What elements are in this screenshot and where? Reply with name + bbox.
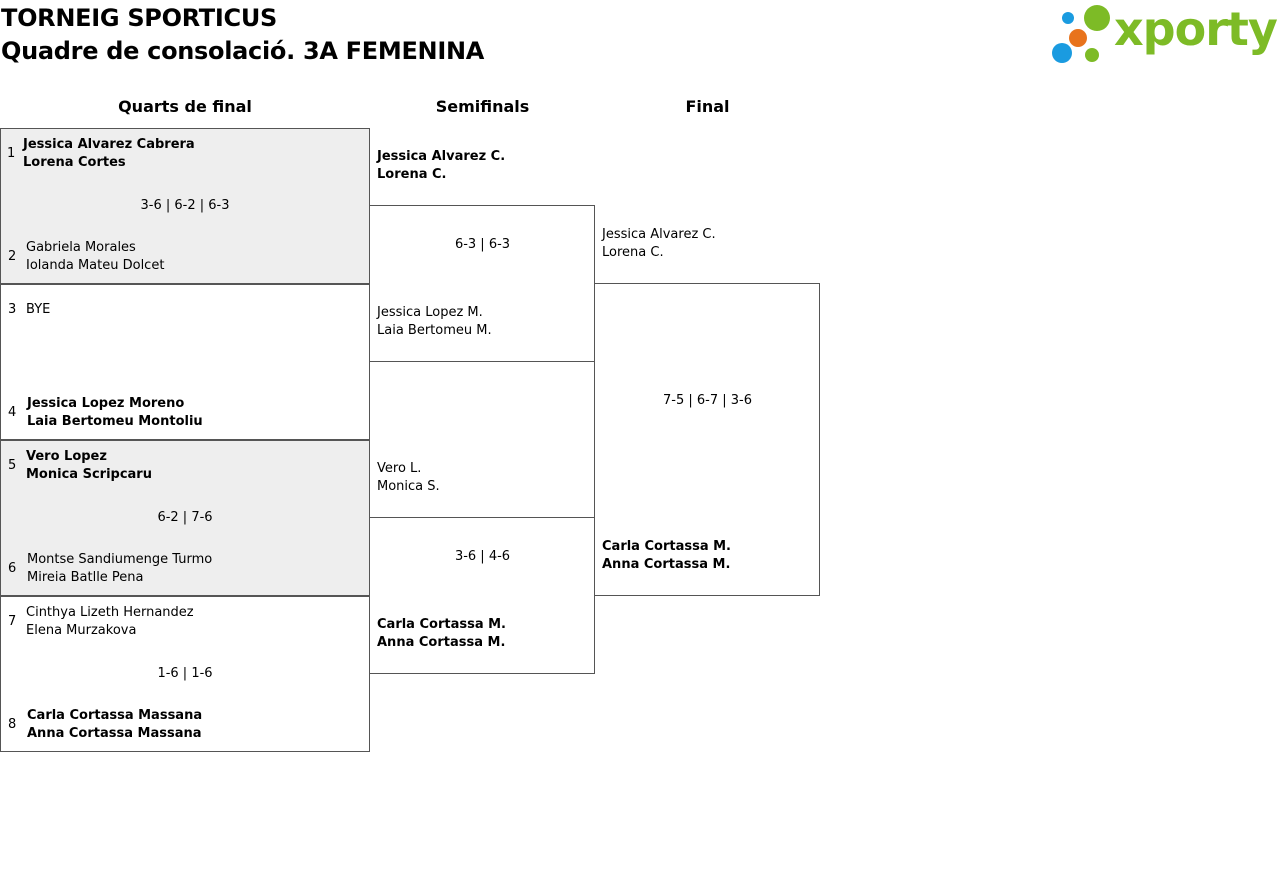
player-name: Cinthya Lizeth Hernandez	[26, 605, 194, 620]
player-name: Mireia Batlle Pena	[27, 570, 144, 585]
heading-semifinals: Semifinals	[435, 97, 530, 116]
player-name: Anna Cortassa Massana	[27, 726, 202, 741]
player-name: Vero Lopez	[26, 449, 107, 464]
quarterfinal-3-bottom-team[interactable]: Montse Sandiumenge Turmo Mireia Batlle P…	[27, 551, 212, 587]
quarterfinal-1-top-team[interactable]: Jessica Alvarez Cabrera Lorena Cortes	[23, 136, 195, 172]
match-score: 3-6 | 4-6	[454, 549, 511, 564]
player-name: Iolanda Mateu Dolcet	[26, 258, 165, 273]
player-name: Carla Cortassa M.	[377, 617, 506, 632]
quarterfinal-match-1[interactable]	[0, 128, 370, 284]
semifinal-2-top-team[interactable]: Vero L. Monica S.	[377, 460, 440, 496]
quarterfinal-2-top-team[interactable]: BYE	[26, 301, 50, 319]
semifinal-1-bottom-team[interactable]: Jessica Lopez M. Laia Bertomeu M.	[377, 304, 492, 340]
seed-number: 7	[8, 614, 17, 629]
player-name: Jessica Alvarez C.	[377, 149, 506, 164]
player-name: Gabriela Morales	[26, 240, 136, 255]
draw-subtitle: Quadre de consolació. 3A FEMENINA	[1, 37, 485, 65]
seed-number: 1	[7, 146, 16, 161]
quarterfinal-4-bottom-team[interactable]: Carla Cortassa Massana Anna Cortassa Mas…	[27, 707, 202, 743]
seed-number: 6	[8, 561, 17, 576]
player-name: Lorena C.	[602, 245, 664, 260]
player-name: Laia Bertomeu Montoliu	[27, 414, 203, 429]
player-name: Jessica Lopez Moreno	[27, 396, 185, 411]
seed-number: 5	[8, 458, 17, 473]
match-score: 3-6 | 6-2 | 6-3	[140, 198, 230, 213]
seed-number: 4	[8, 405, 17, 420]
quarterfinal-2-bottom-team[interactable]: Jessica Lopez Moreno Laia Bertomeu Monto…	[27, 395, 203, 431]
final-match[interactable]	[594, 283, 820, 596]
xporty-logo-dots-icon	[1052, 5, 1110, 63]
quarterfinal-match-3[interactable]	[0, 440, 370, 596]
match-score: 6-3 | 6-3	[454, 237, 511, 252]
player-name: Monica Scripcaru	[26, 467, 152, 482]
player-name: BYE	[26, 302, 51, 317]
seed-number: 8	[8, 717, 17, 732]
player-name: Elena Murzakova	[26, 623, 137, 638]
heading-quarterfinals: Quarts de final	[118, 97, 252, 116]
seed-number: 3	[8, 302, 17, 317]
player-name: Laia Bertomeu M.	[377, 323, 492, 338]
player-name: Vero L.	[377, 461, 422, 476]
player-name: Anna Cortassa M.	[602, 557, 731, 572]
match-score: 6-2 | 7-6	[157, 510, 213, 525]
quarterfinal-match-4[interactable]	[0, 596, 370, 752]
player-name: Jessica Alvarez Cabrera	[23, 137, 195, 152]
xporty-logo-text: xporty	[1114, 2, 1278, 56]
quarterfinal-match-2[interactable]	[0, 284, 370, 440]
player-name: Montse Sandiumenge Turmo	[27, 552, 213, 567]
player-name: Jessica Lopez M.	[377, 305, 483, 320]
quarterfinal-3-top-team[interactable]: Vero Lopez Monica Scripcaru	[26, 448, 152, 484]
player-name: Carla Cortassa Massana	[27, 708, 203, 723]
match-score: 1-6 | 1-6	[157, 666, 213, 681]
player-name: Lorena C.	[377, 167, 447, 182]
player-name: Anna Cortassa M.	[377, 635, 506, 650]
final-top-team[interactable]: Jessica Alvarez C. Lorena C.	[602, 226, 716, 262]
player-name: Monica S.	[377, 479, 440, 494]
semifinal-2-bottom-team[interactable]: Carla Cortassa M. Anna Cortassa M.	[377, 616, 506, 652]
heading-final: Final	[685, 97, 730, 116]
quarterfinal-1-bottom-team[interactable]: Gabriela Morales Iolanda Mateu Dolcet	[26, 239, 164, 275]
player-name: Jessica Alvarez C.	[602, 227, 716, 242]
tournament-title: TORNEIG SPORTICUS	[1, 4, 277, 32]
player-name: Lorena Cortes	[23, 155, 126, 170]
final-bottom-team[interactable]: Carla Cortassa M. Anna Cortassa M.	[602, 538, 731, 574]
semifinal-1-top-team[interactable]: Jessica Alvarez C. Lorena C.	[377, 148, 505, 184]
seed-number: 2	[8, 249, 17, 264]
match-score: 7-5 | 6-7 | 3-6	[663, 393, 752, 408]
player-name: Carla Cortassa M.	[602, 539, 731, 554]
quarterfinal-4-top-team[interactable]: Cinthya Lizeth Hernandez Elena Murzakova	[26, 604, 194, 640]
xporty-logo[interactable]: xporty	[1050, 2, 1278, 66]
